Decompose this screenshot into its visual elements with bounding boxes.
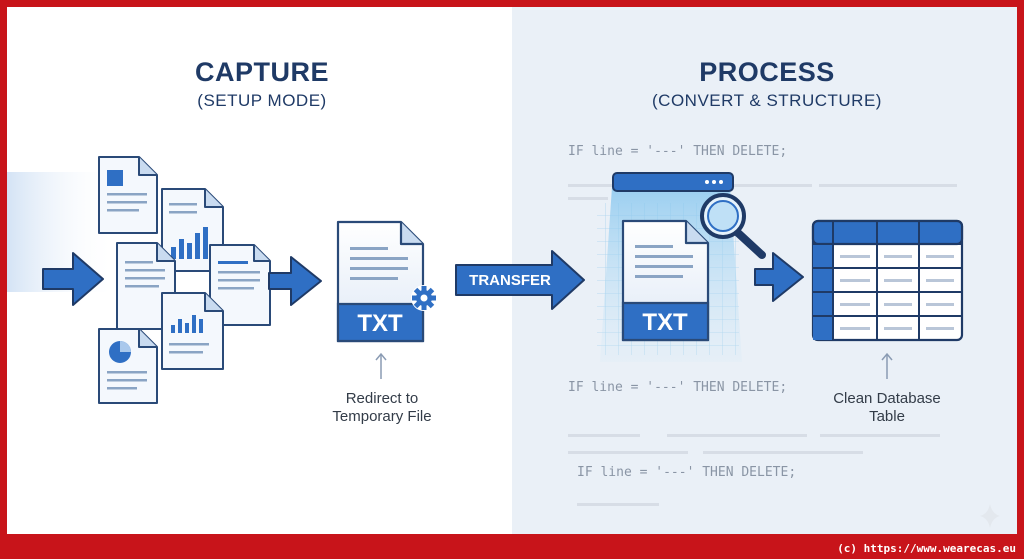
process-title: PROCESS — [699, 57, 835, 87]
process-subtitle: (CONVERT & STRUCTURE) — [652, 91, 882, 110]
gear-icon — [411, 285, 437, 311]
table-caption-line-1: Clean Database — [833, 390, 941, 407]
diagram-panel: CAPTURE (SETUP MODE) PROCESS (CONVERT & … — [7, 7, 1017, 534]
arrow-right-icon — [754, 252, 804, 302]
document-icon — [209, 244, 271, 326]
transfer-arrow: TRANSFER — [455, 250, 585, 310]
txt-file-icon: TXT — [621, 219, 710, 342]
txt-file-icon: TXT — [336, 220, 425, 343]
database-table-icon — [811, 219, 964, 342]
code-line-2: IF line = '---' THEN DELETE; — [568, 380, 788, 395]
document-icon — [98, 328, 158, 404]
transfer-label: TRANSFER — [469, 272, 551, 289]
arrow-right-icon — [268, 256, 322, 306]
copyright-text: (c) https://www.wearecas.eu — [837, 542, 1016, 555]
redirect-caption-line-1: Redirect to — [345, 390, 419, 407]
capture-title: CAPTURE — [194, 57, 329, 87]
document-icon — [98, 156, 158, 234]
txt-label-left: TXT — [357, 310, 403, 337]
table-caption-line-2: Table — [869, 408, 905, 425]
code-line-3: IF line = '---' THEN DELETE; — [577, 465, 797, 480]
diagram-graphics: TXT TRANS — [7, 156, 1000, 528]
pointer-arrow-icon — [375, 352, 387, 379]
document-icon — [161, 292, 224, 370]
txt-label-right: TXT — [642, 309, 688, 336]
code-line-1: IF line = '---' THEN DELETE; — [568, 144, 788, 159]
magnifier-icon — [700, 193, 766, 259]
pointer-arrow-icon — [881, 352, 893, 379]
table-caption: Clean Database Table — [812, 390, 962, 426]
document-stack — [98, 156, 271, 404]
sparkle-icon — [980, 504, 1000, 528]
redirect-caption: Redirect to Temporary File — [307, 390, 457, 426]
document-icon — [161, 188, 224, 272]
capture-subtitle: (SETUP MODE) — [197, 91, 327, 110]
arrow-right-icon — [42, 252, 104, 306]
redirect-caption-line-2: Temporary File — [332, 408, 432, 425]
decorative-lines — [568, 184, 957, 506]
